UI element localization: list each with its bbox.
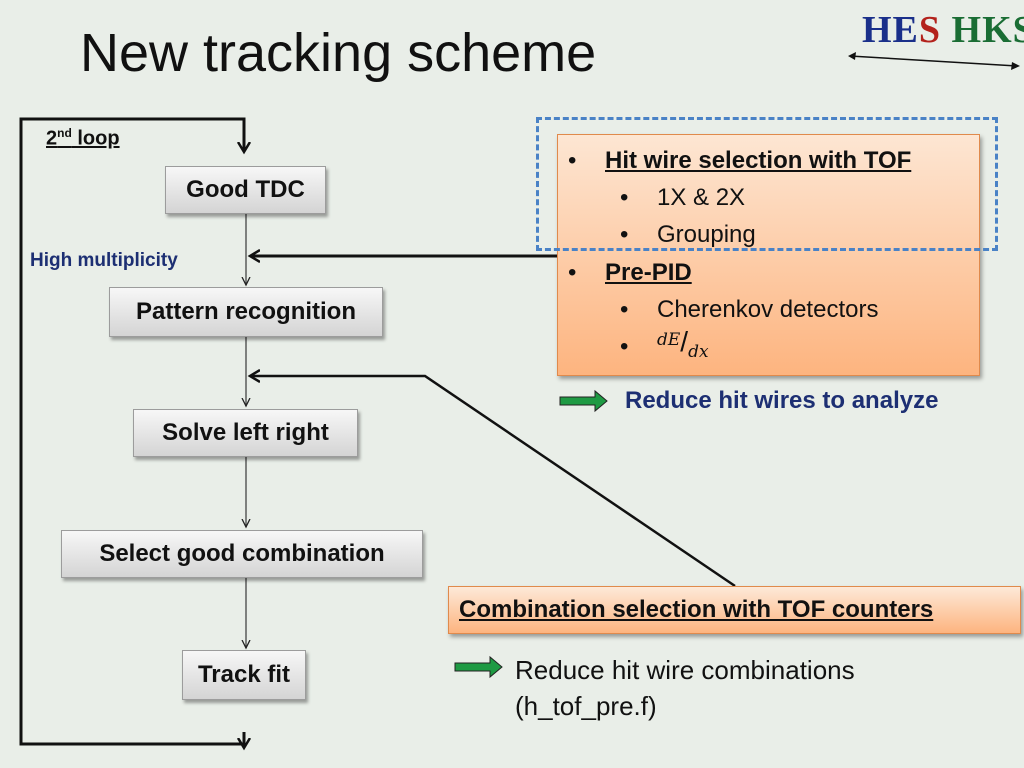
step-pattern-recognition: Pattern recognition — [109, 287, 383, 337]
logo-arrow-icon — [848, 52, 1020, 70]
step-solve-left-right: Solve left right — [133, 409, 358, 457]
hit-wire-selection-heading: Hit wire selection with TOF — [605, 147, 912, 174]
page-title: New tracking scheme — [80, 23, 597, 83]
logo-text-s: S — [918, 9, 942, 51]
bullet: • — [620, 221, 629, 248]
green-arrow-icon-2 — [454, 655, 503, 679]
bullet: • — [620, 333, 629, 360]
reduce-combinations-text: Reduce hit wire combinations (h_tof_pre.… — [515, 655, 855, 721]
feedback-arrow-combination — [250, 376, 736, 588]
hes-hks-logo: HES HKS — [848, 8, 1024, 70]
logo-text-he: HE — [862, 9, 919, 51]
combination-selection-box: Combination selection with TOF counters — [448, 586, 1021, 634]
step-select-good-combination: Select good combination — [61, 530, 423, 578]
selection-info-box: • Hit wire selection with TOF • 1X & 2X … — [557, 134, 980, 376]
sub-item-1x-2x: 1X & 2X — [657, 184, 746, 211]
bullet: • — [620, 184, 629, 211]
step-good-tdc: Good TDC — [165, 166, 326, 214]
step-track-fit: Track fit — [182, 650, 306, 700]
sub-item-grouping: Grouping — [657, 221, 756, 248]
logo-text-hks: HKS — [951, 9, 1024, 51]
bullet: • — [568, 259, 577, 286]
sub-item-de-dx: dE/dx — [657, 326, 709, 362]
loop-line — [19, 117, 244, 746]
reduce-hit-wires-text: Reduce hit wires to analyze — [625, 387, 939, 414]
bullet: • — [568, 147, 577, 174]
highlight-dashed-box — [536, 117, 998, 251]
high-multiplicity-label: High multiplicity — [30, 250, 178, 271]
bullet: • — [620, 296, 629, 323]
sub-item-cherenkov: Cherenkov detectors — [657, 296, 879, 323]
green-arrow-icon — [559, 389, 608, 413]
pre-pid-heading: Pre-PID — [605, 259, 692, 286]
loop-label: 2nd loop — [46, 126, 120, 150]
